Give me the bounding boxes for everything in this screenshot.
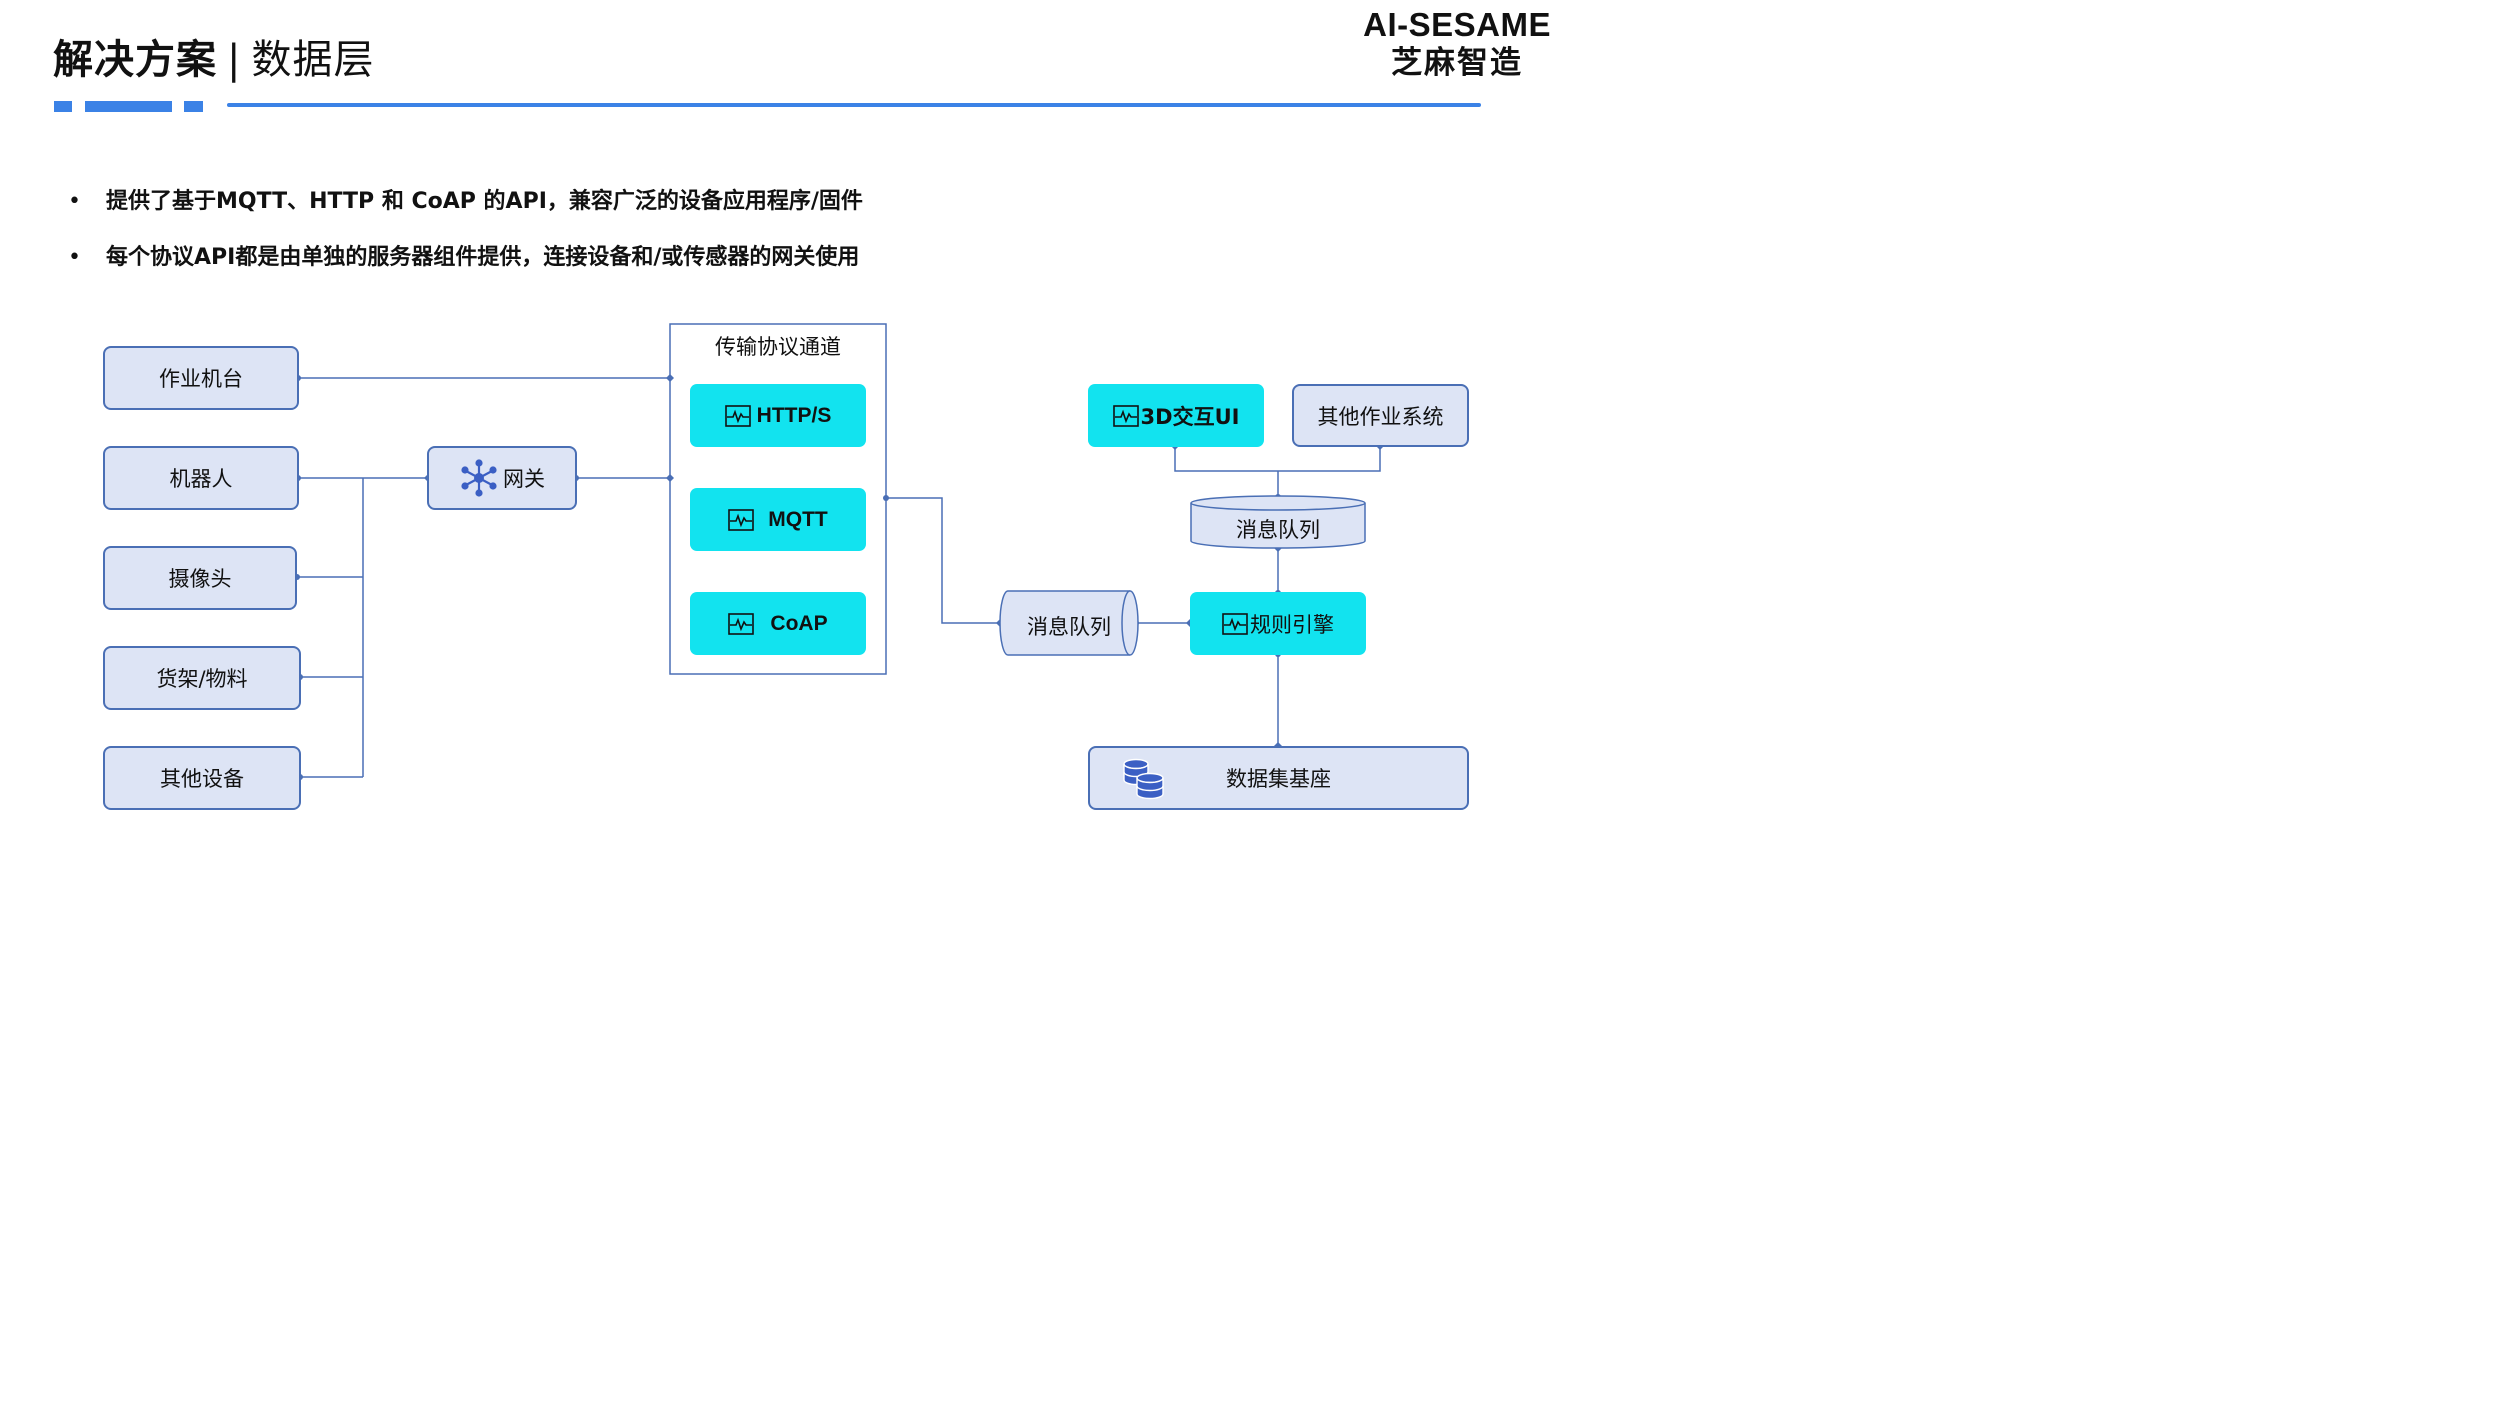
pulse-monitor-icon — [1112, 404, 1139, 427]
accent-bar-2 — [85, 101, 172, 112]
protocol-mqtt-label: MQTT — [768, 507, 828, 531]
device-shelf: 货架/物料 — [103, 646, 301, 710]
queue-top-cylinder — [1190, 495, 1366, 549]
other-systems-label: 其他作业系统 — [1317, 404, 1444, 429]
gateway-label: 网关 — [503, 467, 545, 491]
line-channel-queue — [886, 497, 1000, 624]
brand-cn: 芝麻智造 — [1391, 45, 1524, 81]
device-camera: 摄像头 — [103, 546, 297, 610]
protocol-mqtt: MQTT — [690, 488, 866, 551]
data-base-label: 数据集基座 — [1226, 767, 1331, 791]
accent-bar-1 — [54, 101, 72, 112]
protocol-channel-frame — [669, 323, 887, 675]
rule-engine-label: 规则引擎 — [1250, 612, 1334, 637]
device-robot-label: 机器人 — [169, 467, 233, 491]
gateway-node: 网关 — [427, 446, 577, 510]
bullet-1-text: 提供了基于MQTT、HTTP 和 CoAP 的API，兼容广泛的设备应用程序/固… — [106, 189, 863, 214]
queue-top-label: 消息队列 — [1236, 518, 1320, 542]
protocol-http-label: HTTP/S — [756, 403, 832, 427]
protocol-coap-label: CoAP — [770, 611, 828, 635]
device-machine: 作业机台 — [103, 346, 299, 410]
pulse-monitor-icon — [728, 508, 755, 531]
rule-engine-node: 规则引擎 — [1190, 592, 1366, 655]
page-title: 解决方案|数据层 — [53, 34, 374, 86]
bullet-dot: • — [68, 189, 81, 214]
protocol-http: HTTP/S — [690, 384, 866, 447]
queue-left-label: 消息队列 — [1027, 615, 1111, 639]
pulse-monitor-icon — [728, 612, 755, 635]
database-icon — [1123, 758, 1164, 800]
bullet-dot: • — [68, 245, 81, 270]
device-other: 其他设备 — [103, 746, 301, 810]
data-base-node: 数据集基座 — [1088, 746, 1469, 810]
pulse-monitor-icon — [724, 404, 751, 427]
brand-en: AI-SESAME — [1363, 6, 1551, 43]
device-machine-label: 作业机台 — [159, 367, 243, 391]
device-robot: 机器人 — [103, 446, 299, 510]
ui-3d-label: 3D交互UI — [1140, 404, 1240, 429]
accent-bar-3 — [184, 101, 203, 112]
pulse-monitor-icon — [1222, 612, 1248, 635]
title-sub: 数据层 — [251, 37, 375, 83]
bullet-2-text: 每个协议API都是由单独的服务器组件提供，连接设备和/或传感器的网关使用 — [106, 245, 860, 270]
device-shelf-label: 货架/物料 — [156, 667, 248, 691]
device-other-label: 其他设备 — [160, 767, 244, 791]
protocol-coap: CoAP — [690, 592, 866, 655]
brand-logo: AI-SESAME 芝麻智造 — [1363, 6, 1551, 82]
title-main: 解决方案 — [53, 37, 217, 83]
network-hub-icon — [461, 459, 497, 497]
queue-left-cylinder — [999, 590, 1139, 656]
bullet-2: • 每个协议API都是由单独的服务器组件提供，连接设备和/或传感器的网关使用 — [68, 243, 859, 273]
ui-3d-node: 3D交互UI — [1088, 384, 1264, 447]
title-separator: | — [227, 37, 242, 83]
other-systems-node: 其他作业系统 — [1292, 384, 1469, 447]
bullet-1: • 提供了基于MQTT、HTTP 和 CoAP 的API，兼容广泛的设备应用程序/… — [68, 187, 863, 217]
connector-lines — [294, 323, 1384, 780]
device-camera-label: 摄像头 — [168, 567, 232, 591]
protocol-channel-title: 传输协议通道 — [715, 335, 841, 359]
header-rule — [227, 103, 1481, 107]
line-queue-ui-systems — [1174, 446, 1381, 497]
